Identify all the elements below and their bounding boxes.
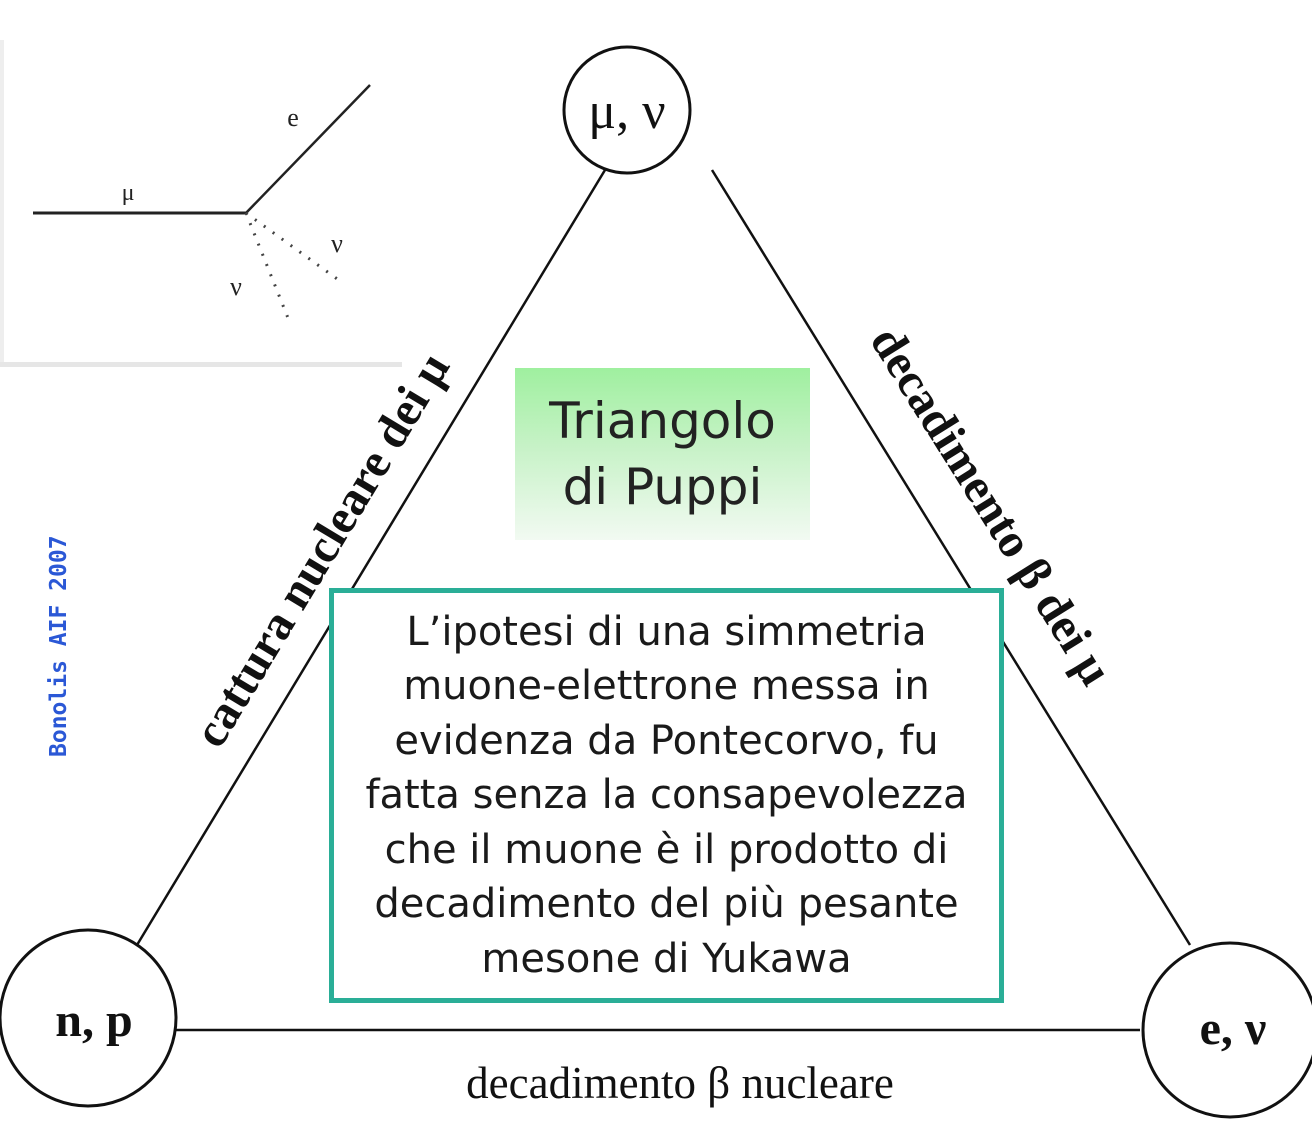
inset-nu-left-label: ν [230,272,242,301]
inset-divider [0,362,402,367]
inset-mu-label: μ [122,180,135,206]
title-line-2: di Puppi [562,458,763,516]
inset-e-label: e [287,103,299,132]
edge-bottom-label: decadimento β nucleare [466,1058,894,1108]
node-top-circle [562,45,692,175]
note-line-7: mesone di Yukawa [481,935,852,982]
inset-frame-edge [0,40,4,362]
node-left-circle [0,928,178,1108]
inset-neutrino-line-left [244,212,292,324]
note-line-2: muone-elettrone messa in [403,663,930,710]
title-box: Triangolo di Puppi [515,368,810,540]
note-line-6: decadimento del più pesante [374,881,959,928]
note-line-4: fatta senza la consapevolezza [365,772,968,819]
node-left-label: n, p [55,994,132,1047]
inset-electron-line [245,84,371,214]
note-line-5: che il muone è il prodotto di [384,826,949,873]
edge-right-line [710,169,1192,946]
muon-decay-inset: μ e ν ν [33,84,371,324]
credit-text: Bonolis AIF 2007 [46,535,72,757]
note-box: L’ipotesi di una simmetria muone-elettro… [329,588,1004,1003]
title-line-1: Triangolo [549,392,776,450]
note-line-1: L’ipotesi di una simmetria [406,608,927,655]
inset-neutrino-line-right [245,211,341,283]
edge-left-line [135,169,607,946]
inset-nu-right-label: ν [331,229,343,258]
node-right-circle [1141,941,1312,1119]
note-line-3: evidenza da Pontecorvo, fu [394,717,939,764]
node-right-label: e, ν [1200,1002,1267,1055]
node-top-label: μ, ν [588,83,665,140]
